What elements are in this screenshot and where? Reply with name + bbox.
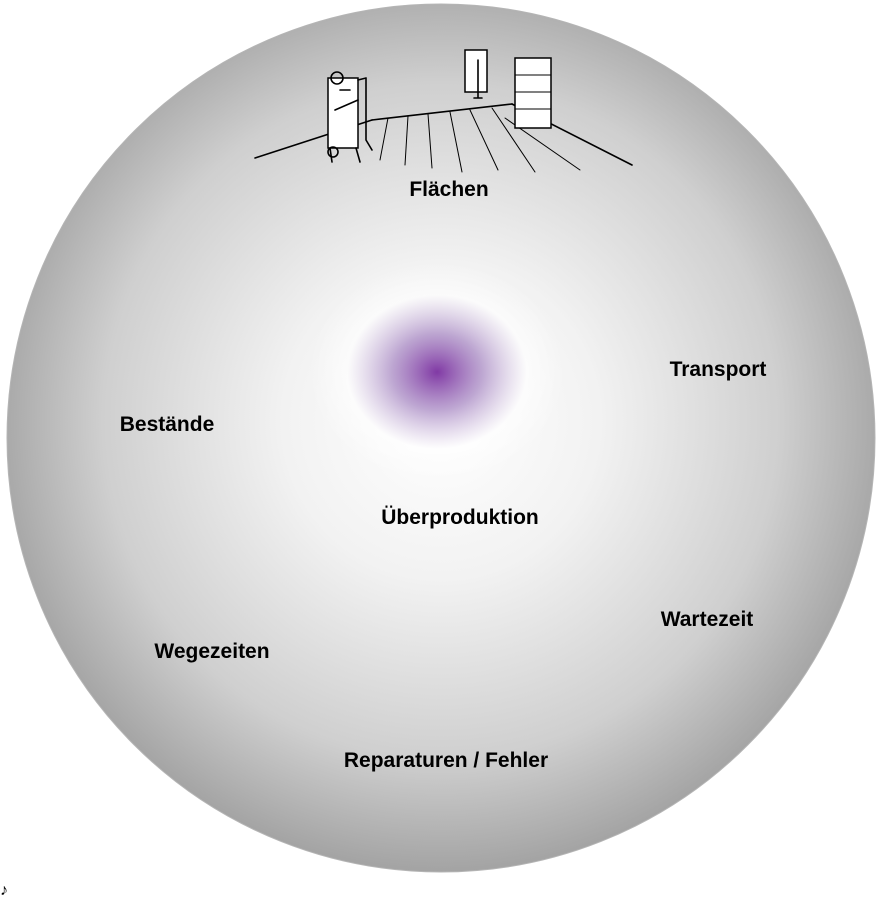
diagram-canvas (6, 3, 876, 873)
label-transport: Transport (669, 358, 767, 381)
label-ueberproduktion: Überproduktion (381, 506, 539, 529)
label-flaechen: Flächen (409, 178, 489, 201)
warehouse-floor-icon (254, 49, 633, 173)
label-wartezeit: Wartezeit (660, 608, 754, 631)
label-bestaende: Bestände (119, 413, 215, 436)
label-wegezeiten: Wegezeiten (154, 640, 270, 663)
center-highlight (309, 262, 565, 482)
waste-diagram: ♪ Flächen Transport Wartezeit Reparature… (0, 3, 876, 899)
label-reparaturen-fehler: Reparaturen / Fehler (343, 749, 549, 772)
waiting-workers-icon: ♪ (0, 882, 8, 899)
